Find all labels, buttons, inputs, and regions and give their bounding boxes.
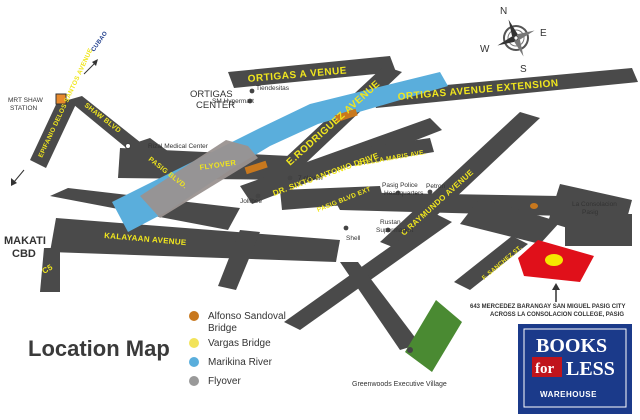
legend-alfonso-line1: Alfonso Sandoval	[208, 311, 286, 322]
brand-warehouse: WAREHOUSE	[540, 390, 597, 399]
poi-rustan-line1: Rustan	[380, 219, 401, 226]
poi-rizal-medical: Rizal Medical Center	[148, 143, 209, 150]
edsa-arrow-south	[13, 169, 25, 183]
compass-w: W	[480, 44, 490, 55]
road-c5-lower	[218, 230, 260, 290]
brand-logo: BOOKS for LESS WAREHOUSE	[518, 324, 632, 414]
label-shaw-blvd: SHAW BLVD	[83, 102, 122, 135]
brand-books: BOOKS	[536, 335, 607, 357]
store-dot	[545, 254, 563, 266]
mrt-shaw-marker	[55, 93, 67, 105]
road-kalayaan	[50, 218, 340, 262]
poi-tiendesitas: Tiendesitas	[256, 85, 290, 92]
legend-vargas: Vargas Bridge	[208, 338, 271, 349]
district-ortigas-line2: CENTER	[196, 100, 235, 111]
store-arrow-head	[552, 283, 560, 290]
poi-petron: Petron	[426, 183, 446, 190]
poi-sm-hypermart: SM Hypermart	[212, 98, 254, 105]
legend-flyover: Flyover	[208, 376, 241, 387]
poi-pasig-police-line2: Headquarters	[384, 190, 424, 197]
legend-alfonso-line2: Bridge	[208, 323, 237, 334]
map-title: Location Map	[28, 336, 170, 361]
road-c-raymundo	[380, 112, 540, 250]
poi-la-consolacion-line1: La Consolacion	[572, 201, 617, 208]
edsa-arrow-north-head	[92, 59, 98, 66]
road-rizal	[138, 138, 180, 164]
address-line2: ACROSS LA CONSOLACION COLLEGE, PASIG	[490, 312, 624, 318]
district-makati-line2: CBD	[12, 248, 36, 260]
road-stella-maris	[348, 138, 434, 166]
road-c5	[40, 248, 60, 292]
legend-swatch-alfonso	[189, 311, 199, 321]
legend-marikina: Marikina River	[208, 357, 273, 368]
poi-rustan-line2: Supermarket	[376, 227, 413, 234]
compass-n: N	[500, 6, 507, 17]
brand-less: LESS	[566, 358, 615, 380]
district-makati-line1: MAKATI	[4, 235, 46, 247]
road-greenwoods	[340, 262, 420, 350]
district-ortigas-line1: ORTIGAS	[190, 89, 233, 100]
compass-e: E	[540, 28, 547, 39]
poi-shell: Shell	[346, 235, 361, 242]
alfonso-sandoval-bridge-2	[244, 160, 268, 175]
legend: Alfonso Sandoval Bridge Vargas Bridge Ma…	[189, 311, 286, 387]
poi-dots	[124, 88, 433, 353]
legend-swatch-vargas	[189, 338, 199, 348]
edsa-arrow-south-head	[11, 178, 17, 186]
road-edsa	[30, 96, 76, 168]
alfonso-sandoval-bridge-1	[334, 108, 358, 123]
poi-mrt-line1: MRT SHAW	[8, 97, 44, 104]
poi-jollibee: Jollibee	[240, 198, 262, 205]
poi-mrt-line2: STATION	[10, 105, 38, 112]
poi-la-consolacion-line2: Pasig	[582, 209, 599, 216]
greenwoods-area	[405, 300, 462, 372]
road-ortigas-avenue	[228, 56, 396, 88]
flyover	[140, 140, 258, 218]
compass-rose	[497, 19, 535, 57]
legend-swatch-marikina	[189, 357, 199, 367]
road-ortigas-extension	[370, 68, 638, 108]
poi-seven-eleven: 7 eleven	[298, 175, 323, 182]
legend-swatch-flyover	[189, 376, 199, 386]
brand-for: for	[535, 361, 554, 377]
road-f-sanchez	[454, 236, 528, 290]
la-consolacion-area	[565, 214, 632, 246]
road-dr-sixto	[240, 118, 442, 204]
compass-s: S	[520, 64, 527, 75]
road-mid-diagonal	[284, 214, 452, 330]
poi-greenwoods: Greenwoods Executive Village	[352, 381, 447, 388]
la-consolacion-marker	[530, 203, 538, 209]
road-shaw-blvd	[68, 96, 150, 156]
address-line1: 643 MERCEDEZ BARANGAY SAN MIGUEL PASIG C…	[470, 304, 625, 310]
label-cubao: CUBAO	[91, 30, 109, 53]
poi-pasig-police-line1: Pasig Police	[382, 182, 418, 189]
road-mercedez-east	[460, 198, 560, 244]
